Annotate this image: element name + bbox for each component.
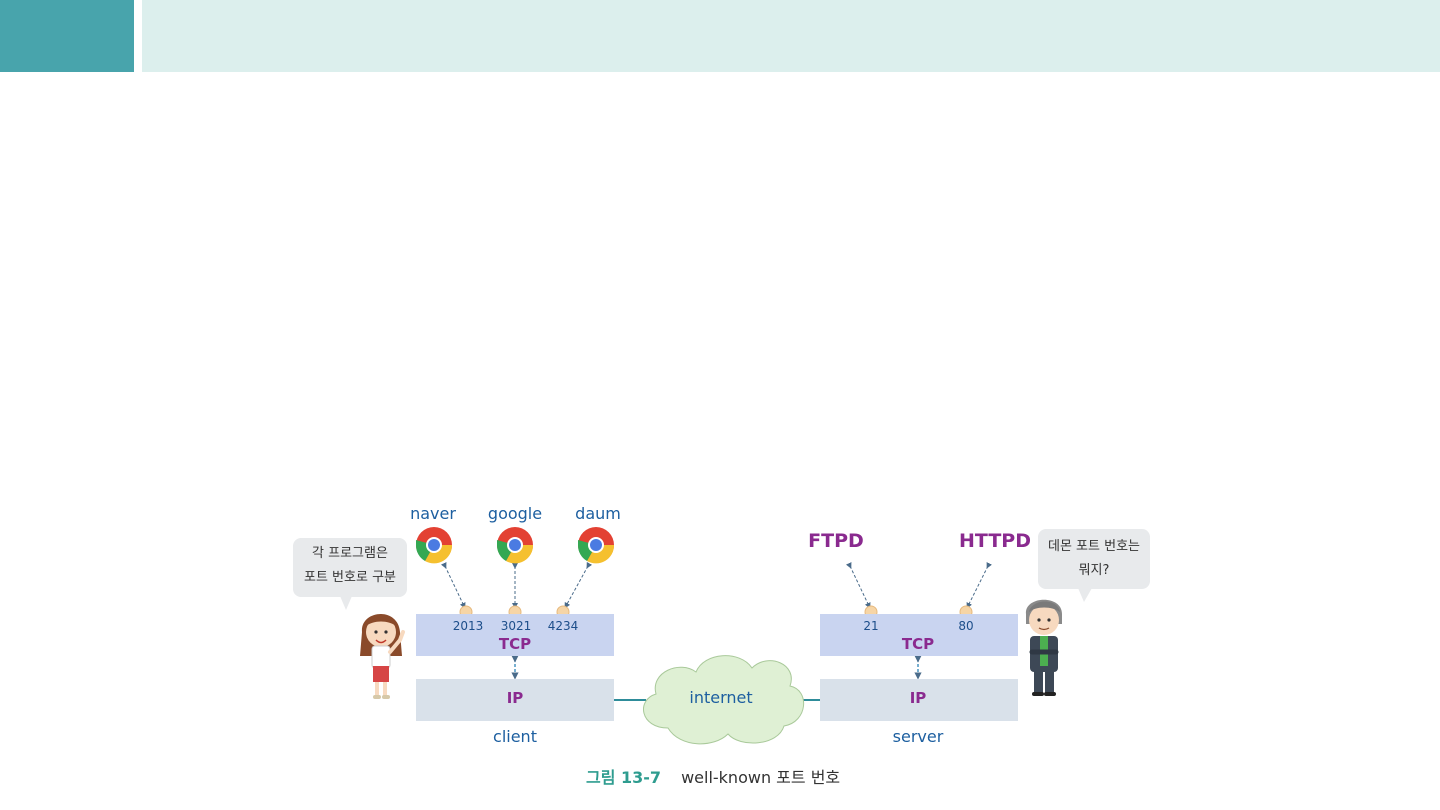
- arrow-httpd: [966, 561, 993, 609]
- speech-bubble-client: [293, 538, 407, 610]
- client-tcp-layer: [416, 614, 614, 656]
- client-label: client: [493, 727, 537, 746]
- girl-character: [360, 613, 405, 699]
- server-ip-layer: [820, 679, 1018, 721]
- speech-bubble-server: [1038, 529, 1150, 602]
- client-ip-label: IP: [506, 689, 524, 707]
- header-accent-block: [0, 0, 134, 72]
- browser-icon-google: [496, 527, 534, 564]
- speech-line: 뭐지?: [1078, 563, 1110, 578]
- app-label-daum: daum: [575, 504, 621, 523]
- daemon-label-ftpd: FTPD: [808, 530, 864, 552]
- browser-icon-naver: [415, 527, 453, 564]
- figure-caption: 그림 13-7 well-known 포트 번호: [586, 764, 840, 788]
- client-tcp-label: TCP: [498, 635, 532, 653]
- speech-line: 포트 번호로 구분: [304, 570, 396, 585]
- server-tcp-layer: [820, 614, 1018, 656]
- arrow-ftpd: [846, 562, 871, 609]
- app-label-google: google: [487, 504, 543, 523]
- speech-line: 각 프로그램은: [312, 546, 388, 561]
- arrow-naver: [441, 562, 466, 609]
- figure-title: well-known 포트 번호: [681, 768, 841, 787]
- speech-text-server: 데몬 포트 번호는 뭐지?: [1038, 535, 1150, 583]
- port-label-2013: 2013: [452, 619, 484, 633]
- header-bar: [142, 0, 1440, 72]
- app-label-naver: naver: [410, 504, 456, 523]
- client-ip-layer: [416, 679, 614, 721]
- speech-text-client: 각 프로그램은 포트 번호로 구분: [293, 542, 407, 590]
- port-label-3021: 3021: [500, 619, 532, 633]
- man-character: [1025, 599, 1062, 696]
- server-ip-label: IP: [909, 689, 927, 707]
- server-label: server: [892, 727, 944, 746]
- port-label-80: 80: [958, 619, 974, 633]
- port-label-4234: 4234: [547, 619, 579, 633]
- internet-cloud: [643, 655, 805, 745]
- daemon-label-httpd: HTTPD: [959, 530, 1031, 552]
- server-tcp-label: TCP: [901, 635, 935, 653]
- browser-icon-daum: [577, 527, 615, 564]
- speech-line: 데몬 포트 번호는: [1048, 539, 1140, 554]
- port-label-21: 21: [863, 619, 879, 633]
- figure-number: 그림 13-7: [586, 768, 662, 787]
- internet-label: internet: [689, 688, 753, 707]
- arrow-daum: [564, 561, 593, 609]
